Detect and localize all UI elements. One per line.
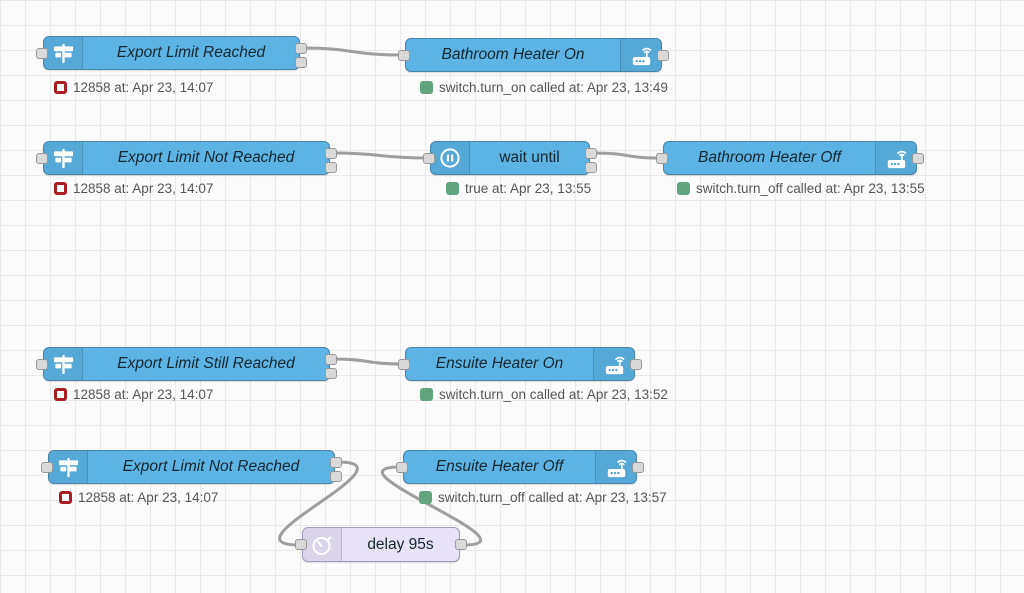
status-ok-icon bbox=[419, 491, 432, 504]
node-label: delay 95s bbox=[367, 535, 434, 553]
output-port[interactable] bbox=[632, 462, 644, 473]
input-port[interactable] bbox=[398, 359, 410, 370]
node-status: switch.turn_off called at: Apr 23, 13:55 bbox=[677, 181, 925, 196]
status-ok-icon bbox=[420, 81, 433, 94]
input-port[interactable] bbox=[36, 359, 48, 370]
node-trigger-export-limit-still-reached[interactable]: Export Limit Still Reached bbox=[43, 347, 330, 381]
node-label: Bathroom Heater Off bbox=[697, 149, 841, 166]
status-ok-icon bbox=[677, 182, 690, 195]
router-wifi-icon bbox=[595, 451, 636, 483]
node-status: switch.turn_off called at: Apr 23, 13:57 bbox=[419, 490, 667, 505]
output-port[interactable] bbox=[455, 539, 467, 550]
node-status: true at: Apr 23, 13:55 bbox=[446, 181, 591, 196]
node-trigger-export-limit-not-reached[interactable]: Export Limit Not Reached bbox=[43, 141, 330, 175]
node-status: 12858 at: Apr 23, 14:07 bbox=[54, 181, 213, 196]
input-port[interactable] bbox=[396, 462, 408, 473]
wire[interactable] bbox=[592, 151, 661, 160]
node-status: 12858 at: Apr 23, 14:07 bbox=[54, 387, 213, 402]
status-error-icon bbox=[54, 388, 67, 401]
wire[interactable] bbox=[301, 46, 403, 57]
node-label: wait until bbox=[499, 149, 560, 166]
node-call-service-ensuite-heater-on[interactable]: Ensuite Heater On bbox=[405, 347, 635, 381]
status-error-icon bbox=[54, 182, 67, 195]
node-delay-95s[interactable]: delay 95s bbox=[302, 527, 460, 562]
node-call-service-bathroom-heater-on[interactable]: Bathroom Heater On bbox=[405, 38, 662, 72]
output-port[interactable] bbox=[630, 359, 642, 370]
input-port[interactable] bbox=[36, 48, 48, 59]
output-port[interactable] bbox=[325, 148, 337, 159]
output-port[interactable] bbox=[330, 471, 342, 482]
node-trigger-export-limit-not-reached-2[interactable]: Export Limit Not Reached bbox=[48, 450, 335, 484]
node-label: Ensuite Heater On bbox=[435, 355, 564, 372]
wire[interactable] bbox=[380, 465, 483, 547]
signpost-icon bbox=[44, 37, 83, 69]
status-text: 12858 at: Apr 23, 14:07 bbox=[73, 387, 214, 402]
status-text: switch.turn_on called at: Apr 23, 13:49 bbox=[439, 80, 668, 95]
input-port[interactable] bbox=[41, 462, 53, 473]
input-port[interactable] bbox=[423, 153, 435, 164]
router-wifi-icon bbox=[875, 142, 916, 174]
signpost-icon bbox=[49, 451, 88, 483]
input-port[interactable] bbox=[295, 539, 307, 550]
node-label: Export Limit Not Reached bbox=[117, 149, 295, 166]
output-port[interactable] bbox=[330, 457, 342, 468]
status-text: switch.turn_on called at: Apr 23, 13:52 bbox=[439, 387, 668, 402]
status-text: true at: Apr 23, 13:55 bbox=[465, 181, 592, 196]
node-status: switch.turn_on called at: Apr 23, 13:52 bbox=[420, 387, 668, 402]
status-text: switch.turn_off called at: Apr 23, 13:55 bbox=[696, 181, 925, 196]
status-text: switch.turn_off called at: Apr 23, 13:57 bbox=[438, 490, 667, 505]
node-wait-until[interactable]: wait until bbox=[430, 141, 590, 175]
node-label: Bathroom Heater On bbox=[441, 46, 585, 63]
router-wifi-icon bbox=[593, 348, 634, 380]
input-port[interactable] bbox=[398, 50, 410, 61]
timer-icon bbox=[303, 528, 342, 561]
wire[interactable] bbox=[278, 460, 359, 547]
status-error-icon bbox=[54, 81, 67, 94]
node-status: switch.turn_on called at: Apr 23, 13:49 bbox=[420, 80, 668, 95]
status-text: 12858 at: Apr 23, 14:07 bbox=[73, 181, 214, 196]
signpost-icon bbox=[44, 142, 83, 174]
node-label: Ensuite Heater Off bbox=[435, 458, 564, 475]
status-ok-icon bbox=[420, 388, 433, 401]
node-label: Export Limit Still Reached bbox=[117, 355, 295, 372]
output-port[interactable] bbox=[325, 162, 337, 173]
node-call-service-bathroom-heater-off[interactable]: Bathroom Heater Off bbox=[663, 141, 917, 175]
output-port[interactable] bbox=[912, 153, 924, 164]
node-trigger-export-limit-reached[interactable]: Export Limit Reached bbox=[43, 36, 300, 70]
output-port[interactable] bbox=[585, 148, 597, 159]
router-wifi-icon bbox=[620, 39, 661, 71]
input-port[interactable] bbox=[36, 153, 48, 164]
node-label: Export Limit Reached bbox=[116, 44, 266, 61]
wire[interactable] bbox=[332, 357, 403, 366]
output-port[interactable] bbox=[657, 50, 669, 61]
pause-circle-icon bbox=[431, 142, 470, 174]
status-error-icon bbox=[59, 491, 72, 504]
status-text: 12858 at: Apr 23, 14:07 bbox=[73, 80, 214, 95]
status-text: 12858 at: Apr 23, 14:07 bbox=[78, 490, 219, 505]
node-status: 12858 at: Apr 23, 14:07 bbox=[59, 490, 218, 505]
status-ok-icon bbox=[446, 182, 459, 195]
output-port[interactable] bbox=[585, 162, 597, 173]
output-port[interactable] bbox=[325, 368, 337, 379]
input-port[interactable] bbox=[656, 153, 668, 164]
node-label: Export Limit Not Reached bbox=[122, 458, 300, 475]
node-call-service-ensuite-heater-off[interactable]: Ensuite Heater Off bbox=[403, 450, 637, 484]
node-status: 12858 at: Apr 23, 14:07 bbox=[54, 80, 213, 95]
output-port[interactable] bbox=[325, 354, 337, 365]
output-port[interactable] bbox=[295, 43, 307, 54]
wire[interactable] bbox=[332, 151, 428, 160]
signpost-icon bbox=[44, 348, 83, 380]
output-port[interactable] bbox=[295, 57, 307, 68]
